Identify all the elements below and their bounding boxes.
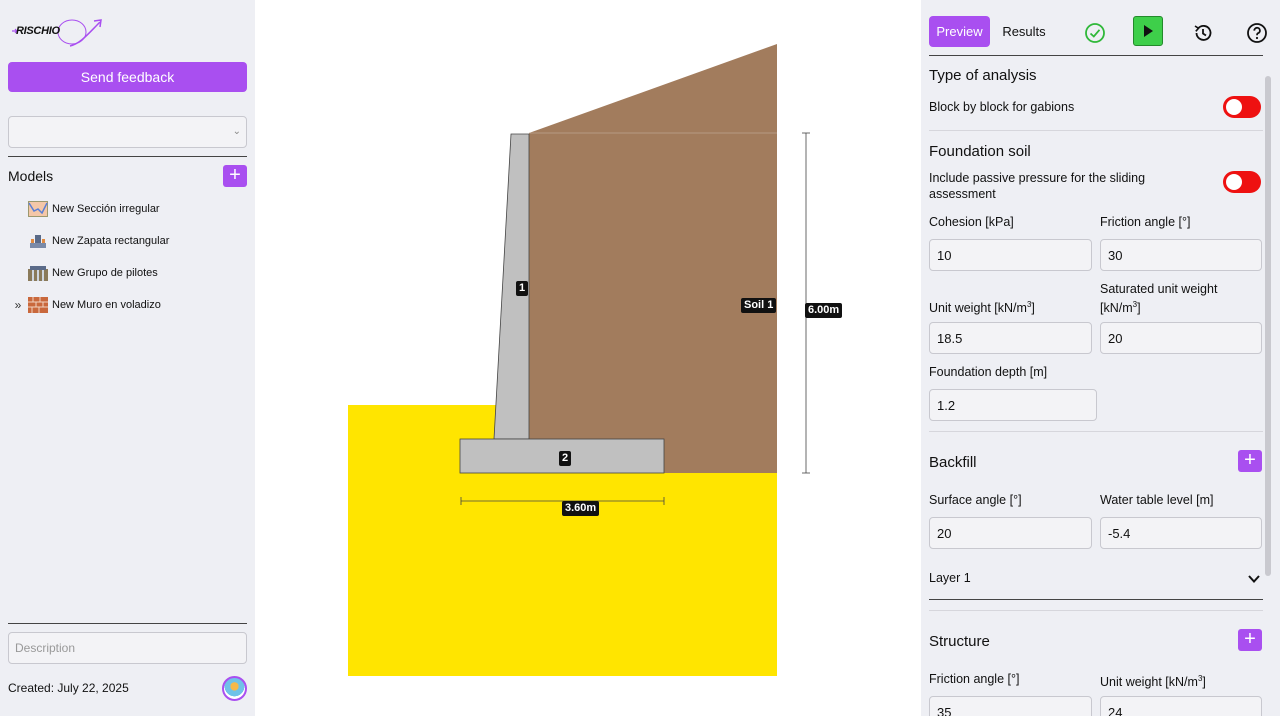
model-item[interactable]: New Grupo de pilotes — [8, 261, 247, 285]
structure-weight-label: Unit weight [kN/m3] — [1100, 674, 1206, 690]
expand-icon[interactable]: » — [14, 298, 22, 312]
avatar[interactable] — [222, 676, 247, 701]
rectangular-footing-icon — [30, 235, 46, 248]
sidebar: RISCHIO Send feedback ⌄ Models + New Sec… — [0, 0, 255, 716]
created-date: Created: July 22, 2025 — [8, 681, 129, 695]
model-item[interactable]: » New Muro en voladizo — [8, 293, 247, 317]
soil-label: Soil 1 — [741, 298, 777, 313]
divider — [8, 623, 247, 624]
run-button[interactable] — [1133, 16, 1163, 46]
divider — [929, 431, 1263, 432]
passive-pressure-toggle[interactable] — [1223, 171, 1261, 193]
logo-icon[interactable] — [10, 16, 110, 50]
structure-friction-label: Friction angle [°] — [929, 672, 1020, 686]
chevron-down-icon: ⌄ — [232, 126, 241, 137]
cohesion-label: Cohesion [kPa] — [929, 215, 1014, 229]
saturated-weight-label: Saturated unit weight [kN/m3] — [1100, 282, 1218, 316]
structure-friction-input[interactable]: 35 — [929, 696, 1092, 716]
section-title: Type of analysis — [929, 67, 1037, 84]
add-structure-button[interactable]: + — [1238, 629, 1262, 651]
description-input[interactable]: Description — [8, 632, 247, 664]
foundation-depth-label: Foundation depth [m] — [929, 365, 1048, 379]
irregular-section-icon — [28, 201, 48, 217]
surface-angle-label: Surface angle [°] — [929, 493, 1022, 507]
water-table-label: Water table level [m] — [1100, 493, 1214, 507]
drawing-canvas[interactable]: 1 2 Soil 1 6.00m 3.60m — [255, 0, 921, 716]
saturated-weight-input[interactable]: 20 — [1100, 322, 1262, 354]
send-feedback-button[interactable]: Send feedback — [8, 62, 247, 92]
model-item[interactable]: New Zapata rectangular — [8, 229, 247, 253]
gabions-label: Block by block for gabions — [929, 100, 1075, 114]
passive-pressure-label: Include passive pressure for the sliding… — [929, 171, 1146, 201]
friction-angle-input[interactable]: 30 — [1100, 239, 1262, 271]
cantilever-wall-icon — [28, 297, 48, 313]
foundation-depth-input[interactable]: 1.2 — [929, 389, 1097, 421]
pile-group-icon — [28, 266, 48, 281]
models-title: Models — [8, 168, 54, 184]
chevron-down-icon — [1248, 575, 1260, 583]
footing-label: 2 — [559, 451, 572, 466]
layer-label: Layer 1 — [929, 571, 971, 585]
history-icon[interactable] — [1189, 19, 1217, 47]
water-table-input[interactable]: -5.4 — [1100, 517, 1262, 549]
logo-text: RISCHIO — [16, 25, 60, 37]
layer-accordion[interactable]: Layer 1 — [929, 567, 1263, 600]
add-backfill-button[interactable]: + — [1238, 450, 1262, 472]
divider — [929, 610, 1263, 611]
panel-toolbar: Preview Results — [929, 16, 1267, 56]
add-model-button[interactable]: + — [223, 165, 247, 187]
cohesion-input[interactable]: 10 — [929, 239, 1092, 271]
height-dim-label: 6.00m — [805, 303, 843, 318]
model-label: New Grupo de pilotes — [52, 267, 158, 279]
width-dim-label: 3.60m — [562, 501, 600, 516]
structure-weight-input[interactable]: 24 — [1100, 696, 1262, 716]
tab-preview[interactable]: Preview — [929, 16, 990, 47]
wall-label: 1 — [516, 281, 529, 296]
divider — [929, 130, 1263, 131]
section-title: Backfill — [929, 454, 977, 471]
wall-section-drawing — [348, 44, 810, 676]
properties-panel: Preview Results Type of analysis Block b… — [921, 0, 1280, 716]
play-icon — [1144, 25, 1153, 37]
surface-angle-input[interactable]: 20 — [929, 517, 1092, 549]
backfill-soil — [529, 44, 777, 473]
model-select[interactable]: ⌄ — [8, 116, 247, 148]
friction-label: Friction angle [°] — [1100, 215, 1191, 229]
unit-weight-label: Unit weight [kN/m3] — [929, 300, 1035, 316]
section-title: Foundation soil — [929, 143, 1031, 160]
model-label: New Zapata rectangular — [52, 235, 170, 247]
help-icon[interactable] — [1243, 19, 1271, 47]
check-circle-icon[interactable] — [1081, 19, 1109, 47]
model-item[interactable]: New Sección irregular — [8, 197, 247, 221]
gabions-toggle[interactable] — [1223, 96, 1261, 118]
section-title: Structure — [929, 633, 990, 650]
panel-scrollbar[interactable] — [1265, 76, 1271, 576]
divider — [8, 156, 247, 157]
model-label: New Sección irregular — [52, 203, 160, 215]
tab-results[interactable]: Results — [1002, 24, 1046, 39]
model-label: New Muro en voladizo — [52, 299, 161, 311]
unit-weight-input[interactable]: 18.5 — [929, 322, 1092, 354]
